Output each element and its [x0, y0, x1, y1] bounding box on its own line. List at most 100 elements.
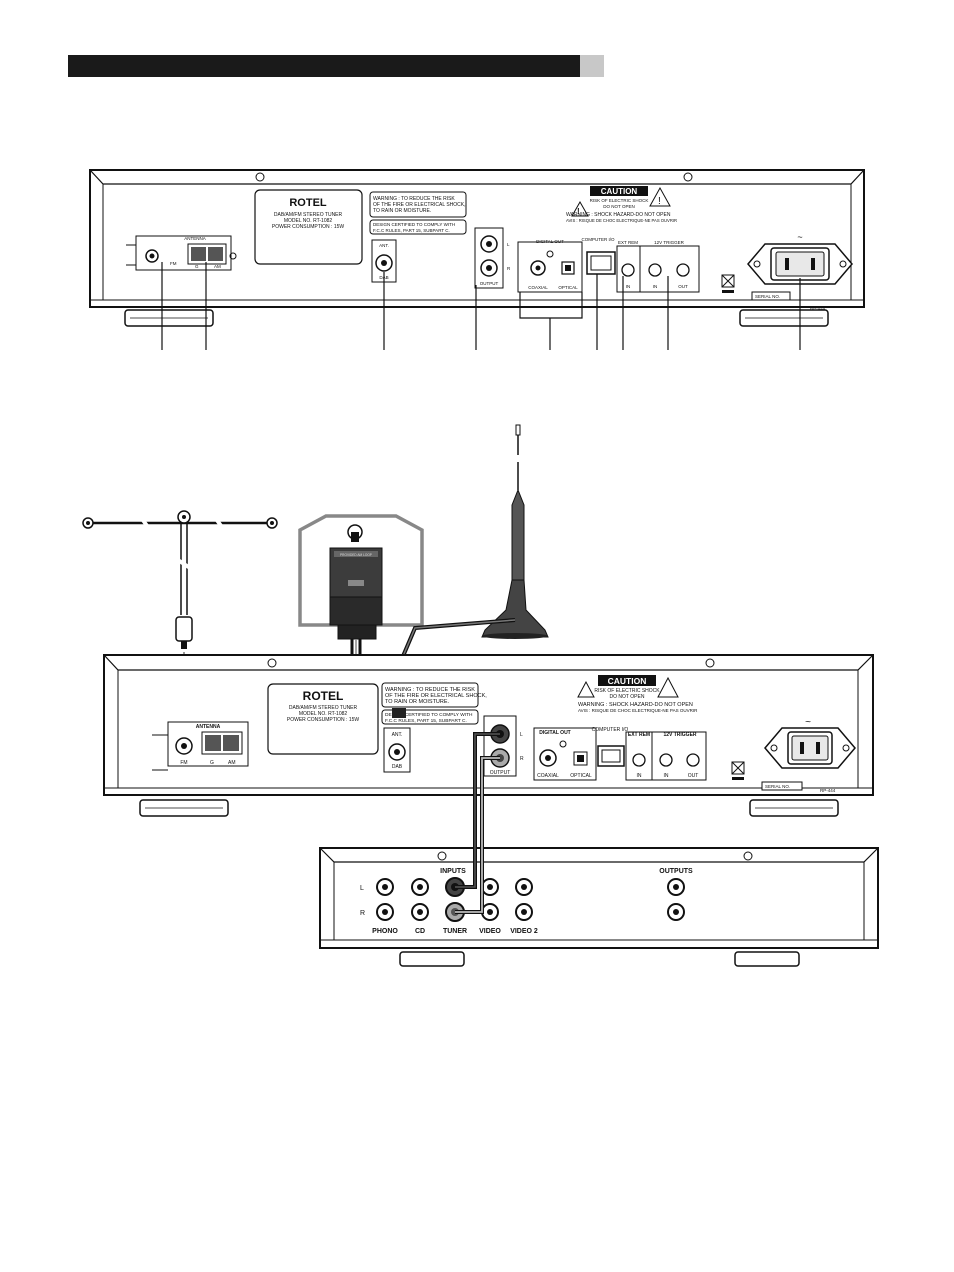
tuner-brand: ROTEL [303, 689, 344, 703]
tuner-in-label-2: IN [664, 773, 669, 779]
dab-antenna [396, 424, 549, 715]
tuner-model-2: MODEL NO. RT-1082 [299, 711, 348, 717]
tuner-fm-label: FM [180, 760, 187, 766]
tuner-r-label: R [520, 756, 524, 762]
outputs-label: OUTPUTS [659, 868, 693, 875]
tuner-warning-hazard: WARNING : SHOCK HAZARD-DO NOT OPEN [578, 702, 693, 708]
tuner-output-label: OUTPUT [490, 770, 511, 776]
tuner-out-label: OUT [688, 773, 699, 779]
tuner-optical-label: OPTICAL [570, 773, 592, 779]
tuner-caution-sub-2: DO NOT OPEN [610, 694, 645, 700]
tuner-warning-3: TO RAIN OR MOISTURE. [385, 699, 450, 705]
svg-text:EXT REM: EXT REM [618, 240, 638, 245]
svg-text:RISK OF ELECTRIC SHOCK: RISK OF ELECTRIC SHOCK [590, 198, 649, 203]
tuner-am-label: AM [228, 760, 236, 766]
header-bar-tab [580, 55, 604, 77]
model-line-3: POWER CONSUMPTION : 15W [272, 224, 345, 230]
amp-l-label: L [360, 885, 364, 892]
model-label-box [254, 189, 363, 265]
svg-text:IN: IN [653, 284, 658, 289]
svg-text:WARNING : SHOCK HAZARD-DO NOT: WARNING : SHOCK HAZARD-DO NOT OPEN [566, 212, 671, 218]
tuner-design-2: F.C.C RULES, PART 15, SUBPART C. [385, 718, 467, 724]
svg-text:12V TRIGGER: 12V TRIGGER [654, 240, 684, 245]
svg-text:DO NOT OPEN: DO NOT OPEN [603, 204, 634, 209]
output-jacks [667, 878, 685, 921]
tuner-serial: SERIAL NO. [765, 784, 790, 789]
inputs-label: INPUTS [440, 868, 466, 875]
rp-code: RP-444 [810, 306, 826, 311]
tuner-ext-rem-label: EXT REM [628, 732, 650, 738]
ac-inlet: ~ [747, 232, 853, 285]
model-line-1: DAB/AM/FM STEREO TUNER [274, 212, 343, 218]
tuner-caution-sub-1: RISK OF ELECTRIC SHOCK [594, 688, 660, 694]
svg-text:AM: AM [214, 264, 221, 269]
dab-cable-plug [392, 708, 406, 718]
warning-line-3: TO RAIN OR MOISTURE. [373, 208, 431, 214]
tuner-ant-label: ANT. [392, 732, 403, 738]
caution-label: ! CAUTION RISK OF ELECTRIC SHOCK DO NOT … [566, 186, 677, 223]
warning-line-2: OF THE FIRE OR ELECTRICAL SHOCK, [373, 202, 466, 208]
svg-text:~: ~ [797, 232, 802, 242]
design-line-2: F.C.C RULES, PART 15, SUBPART C. [373, 228, 450, 233]
svg-text:SERIAL NO.: SERIAL NO. [755, 294, 780, 299]
model-line-2: MODEL NO. RT-1082 [284, 218, 333, 224]
amplifier-rear-panel: INPUTS OUTPUTS L R PHONO CD TUNER VIDEO … [319, 847, 879, 967]
svg-text:DIGITAL OUT: DIGITAL OUT [536, 239, 564, 244]
tuner-digital-out-label: DIGITAL OUT [539, 730, 570, 736]
tuner-model-1: DAB/AM/FM STEREO TUNER [289, 705, 358, 711]
tuner-model-3: POWER CONSUMPTION : 15W [287, 717, 360, 723]
svg-text:OUT: OUT [678, 284, 688, 289]
svg-text:IN: IN [626, 284, 631, 289]
ext-rem-trigger-group: EXT REM 12V TRIGGER IN IN OUT [616, 240, 700, 293]
svg-text:FM: FM [170, 261, 177, 266]
brand-logo: ROTEL [289, 197, 327, 209]
top-rear-panel: ROTEL DAB/AM/FM STEREO TUNER MODEL NO. R… [89, 169, 865, 327]
tuner-rear-panel: ROTEL DAB/AM/FM STEREO TUNER MODEL NO. R… [103, 654, 874, 817]
rca-cables [455, 732, 500, 914]
svg-text:ANT.: ANT. [379, 243, 389, 248]
svg-text:G: G [195, 264, 199, 269]
svg-text:COAXIAL: COAXIAL [528, 285, 548, 290]
fm-t-antenna [82, 510, 278, 649]
tuner-in-label-1: IN [637, 773, 642, 779]
design-label-box [369, 219, 467, 235]
am-loop-label: PROVIDED AM LOOP [340, 553, 372, 557]
svg-text:ANTENNA: ANTENNA [184, 236, 206, 241]
tuner-antenna-label: ANTENNA [196, 724, 221, 730]
am-loop-antenna: PROVIDED AM LOOP [213, 514, 424, 728]
tuner-warning-2: OF THE FIRE OR ELECTRICAL SHOCK, [385, 693, 487, 699]
tuner-dab-label: DAB [392, 764, 403, 770]
source-cd: CD [415, 928, 425, 935]
warning-line-1: WARNING : TO REDUCE THE RISK [373, 196, 455, 202]
svg-text:L: L [507, 242, 510, 247]
tuner-trigger-label: 12V TRIGGER [663, 732, 696, 738]
analog-output-jacks: L R OUTPUT [474, 227, 511, 289]
callout-lines [161, 262, 801, 350]
tuner-caution-title: CAUTION [608, 676, 647, 686]
svg-text:OPTICAL: OPTICAL [558, 285, 578, 290]
digital-out-group: DIGITAL OUT COAXIAL OPTICAL [517, 239, 583, 293]
source-phono: PHONO [372, 928, 398, 935]
source-video-2: VIDEO 2 [510, 928, 538, 935]
design-line-1: DESIGN CERTIFIED TO COMPLY WITH [373, 222, 455, 227]
svg-text:AVIS : RISQUE DE CHOC ELECTRIQ: AVIS : RISQUE DE CHOC ELECTRIQUE-NE PAS … [566, 218, 677, 223]
antenna-terminal: ANTENNA FM G AM [135, 235, 237, 271]
svg-text:!: ! [658, 196, 661, 207]
svg-text:CAUTION: CAUTION [601, 187, 638, 196]
computer-io-label: COMPUTER I/O [581, 237, 615, 242]
amp-r-label: R [360, 910, 365, 917]
header-bar [68, 55, 580, 77]
source-tuner: TUNER [443, 928, 467, 935]
svg-text:R: R [507, 266, 511, 271]
tuner-l-label: L [520, 732, 523, 738]
tuner-coaxial-label: COAXIAL [537, 773, 559, 779]
tuner-avis: AVIS : RISQUE DE CHOC ELECTRIQUE-NE PAS … [578, 708, 698, 713]
tuner-warning-1: WARNING : TO REDUCE THE RISK [385, 687, 475, 693]
source-video: VIDEO [479, 928, 501, 935]
tuner-g-label: G [210, 760, 214, 766]
serial-box [751, 291, 791, 301]
tuner-computer-io-label: COMPUTER I/O [592, 727, 629, 733]
tuner-ac-symbol: ~ [805, 717, 811, 728]
warning-label-box [369, 191, 467, 218]
